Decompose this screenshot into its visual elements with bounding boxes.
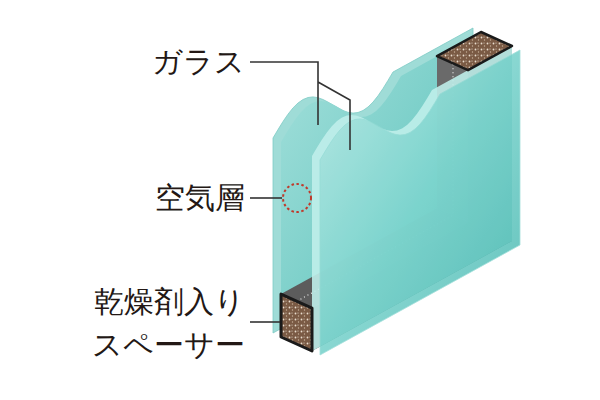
spacer-section [281,294,312,351]
spacer-section [437,32,512,70]
glass-layer [273,28,520,355]
leader-line [250,62,350,150]
leader-line [250,197,282,199]
highlight-circle [283,184,311,212]
glass-pane [320,50,520,355]
part-label: 乾燥剤入り スペーサー [65,280,245,366]
part-label: ガラス [152,40,245,83]
leader-lines [250,62,350,322]
part-label: 空気層 [155,176,245,219]
leader-line [250,321,280,323]
